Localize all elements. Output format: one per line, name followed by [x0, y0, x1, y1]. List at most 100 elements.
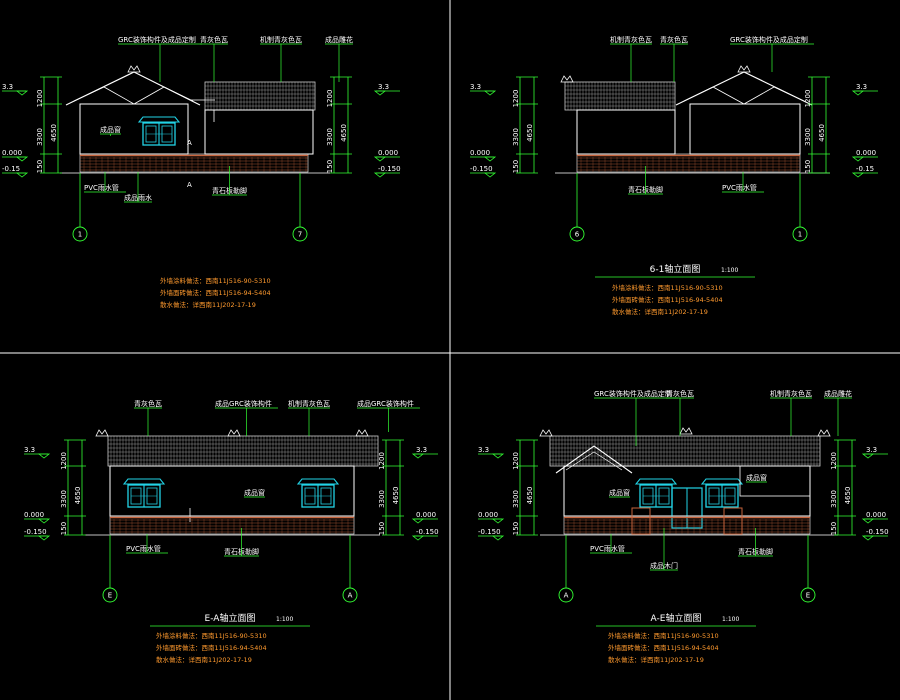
callout-stone: 青石板勒脚 [738, 528, 773, 557]
dim-value: 1200 [36, 90, 44, 108]
callout-grc-right: 成品GRC装饰构件 [357, 399, 420, 432]
dim-value: 150 [326, 160, 334, 173]
level-top-right: 3.3 [411, 446, 438, 459]
dim-value: 4650 [844, 487, 852, 505]
axis-label: 1 [78, 231, 82, 239]
level-value: -0.150 [378, 165, 401, 173]
level-value: 0.000 [416, 511, 436, 519]
axis-bubble-right: A [342, 535, 358, 603]
callout-carving: 成品雕花 [325, 35, 353, 82]
callout-rainwater: 成品雨水 [124, 172, 152, 203]
level-zero-right: 0.000 [851, 149, 878, 162]
callout-grc: GRC装饰构件及成品定制 [594, 389, 678, 446]
callout-text: 青灰色瓦 [134, 399, 162, 408]
axis-label: A [348, 592, 353, 600]
callout-text: 成品窗 [746, 473, 767, 482]
callout-carving: 成品雕花 [824, 389, 852, 436]
level-value: 3.3 [856, 83, 867, 91]
level-value: -0.150 [24, 528, 47, 536]
spec-note: 外墙面砖做法：西南11J516-94-5404 [156, 643, 267, 652]
level-ground-left: -0.150 [470, 165, 497, 178]
level-top-right: 3.3 [851, 83, 878, 96]
drawing-scale: 1:100 [721, 267, 738, 274]
level-zero-right: 0.000 [411, 511, 438, 524]
dim-value: 1200 [830, 452, 838, 470]
callout-window: 成品窗 [100, 125, 121, 136]
spec-note: 散水做法：详西南11J202-17-19 [156, 655, 252, 664]
spec-note: 散水做法：详西南11J202-17-19 [160, 300, 256, 309]
tiled-roof-wing [564, 81, 676, 111]
level-value: 0.000 [478, 511, 498, 519]
window-hood [137, 116, 181, 123]
callout-text: 成品窗 [100, 125, 121, 134]
spec-note: 外墙涂料做法：西南11J516-90-5310 [612, 283, 723, 292]
dim-value: 3300 [36, 128, 44, 146]
ridge-ornament [679, 427, 693, 435]
level-value: 0.000 [378, 149, 398, 157]
window-hood [296, 478, 340, 485]
callout-text: GRC装饰构件及成品定制 [118, 35, 196, 44]
dim-value: 150 [378, 522, 386, 535]
level-ground-right: -0.150 [373, 165, 401, 178]
level-value: 0.000 [24, 511, 44, 519]
callout-text: 机制青灰色瓦 [260, 35, 302, 44]
axis-circle [102, 587, 118, 603]
callout-text: 成品雕花 [325, 35, 353, 44]
ridge-ornament [737, 65, 751, 73]
plinth-outline [563, 515, 811, 535]
window-hood [700, 478, 744, 485]
level-value: -0.150 [416, 528, 439, 536]
callout-text: PVC雨水管 [84, 183, 119, 192]
callout-machine-tile: 机制青灰色瓦 [288, 399, 330, 436]
level-zero-left: 0.000 [2, 149, 29, 162]
callout-text: 机制青灰色瓦 [610, 35, 652, 44]
wood-door-right [723, 507, 743, 535]
level-ground-right: -0.150 [861, 528, 889, 541]
callout-tile: 青灰色瓦 [200, 35, 228, 82]
spec-notes: 外墙涂料做法：西南11J516-90-5310外墙面砖做法：西南11J516-9… [160, 276, 271, 309]
dim-value: 3300 [512, 128, 520, 146]
callout-text: 青灰色瓦 [660, 35, 688, 44]
callout-machine-tile: 机制青灰色瓦 [260, 35, 302, 82]
callout-stone: 青石板勒脚 [628, 166, 663, 195]
dim-value: 150 [830, 522, 838, 535]
level-value: -0.15 [856, 165, 874, 173]
dim-value: 4650 [74, 487, 82, 505]
dim-value: 4650 [392, 487, 400, 505]
dim-value: 3300 [512, 490, 520, 508]
spec-note: 散水做法：详西南11J202-17-19 [608, 655, 704, 664]
dim-value: 3300 [60, 490, 68, 508]
section-mark: A [187, 181, 192, 189]
window-right [296, 478, 340, 508]
axis-bubble-right: E [800, 535, 816, 603]
level-ground-right: -0.15 [851, 165, 878, 178]
axis-bubble-right: 1 [792, 173, 808, 242]
callout-text: 成品雕花 [824, 389, 852, 398]
level-top-left: 3.3 [24, 446, 51, 459]
callout-tile: 青灰色瓦 [666, 389, 694, 436]
callout-window: 成品窗 [244, 488, 265, 498]
level-top-left: 3.3 [478, 446, 505, 459]
level-top-right: 3.3 [373, 83, 400, 96]
callout-text: 成品窗 [609, 488, 630, 497]
axis-circle [800, 587, 816, 603]
level-ground-left: -0.150 [478, 528, 505, 541]
corner-ornament-right [355, 429, 369, 437]
level-top-left: 3.3 [2, 83, 29, 96]
level-value: 0.000 [866, 511, 886, 519]
axis-label: E [806, 592, 810, 600]
corner-ornament-left [539, 429, 553, 437]
spec-note: 外墙涂料做法：西南11J516-90-5310 [156, 631, 267, 640]
level-top-right: 3.3 [861, 446, 888, 459]
dim-value: 150 [512, 160, 520, 173]
stone-plinth [79, 153, 309, 173]
dim-value: 3300 [326, 128, 334, 146]
stone-plinth [576, 153, 801, 173]
dim-value: 3300 [830, 490, 838, 508]
